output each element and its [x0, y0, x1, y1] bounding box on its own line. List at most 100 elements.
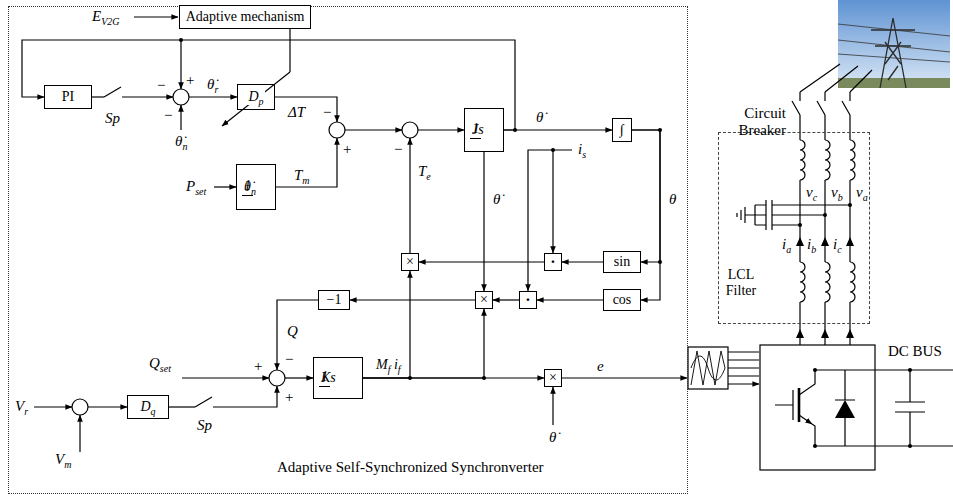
- signal-label: ia: [782, 236, 791, 253]
- text-run: θ̇: [549, 429, 556, 445]
- text-run: −: [164, 107, 172, 123]
- signal-label: va: [856, 184, 868, 201]
- junction-dots: [179, 38, 662, 380]
- text-run: P: [186, 178, 195, 194]
- signal-label: ic: [833, 236, 842, 253]
- text-run: ∫: [620, 122, 624, 137]
- transfer-function-box: 1Js: [464, 108, 504, 152]
- text-run: Q: [149, 355, 160, 371]
- node-text: Adaptive mechanism: [186, 9, 305, 25]
- text-run: D: [248, 89, 258, 104]
- text-run: −: [323, 104, 331, 120]
- text-run: Q: [287, 323, 298, 339]
- gain-box: Dp: [237, 84, 275, 110]
- signal-connector: [632, 130, 660, 300]
- text-run: i: [782, 236, 786, 252]
- text-run: θ: [669, 191, 676, 207]
- integrator-box: ∫: [612, 118, 632, 142]
- node-text: LCL Filter: [719, 267, 763, 299]
- connector-label: Mf if: [375, 357, 402, 373]
- summing-junctions: [72, 89, 418, 415]
- text-run: Adaptive mechanism: [186, 9, 305, 24]
- text-run: f: [388, 364, 391, 375]
- text-run: e: [597, 358, 604, 374]
- text-run: T: [418, 163, 426, 179]
- multiplier-box: ×: [401, 253, 419, 271]
- signal-label: θ̇r: [207, 76, 218, 93]
- text-run: +: [186, 72, 194, 88]
- text-run: LCL Filter: [726, 267, 756, 298]
- text-run: sin: [614, 254, 630, 269]
- signal-label: Vr: [15, 398, 28, 415]
- text-run: +: [254, 358, 262, 374]
- text-run: v: [806, 184, 813, 200]
- text-run: Sp: [105, 110, 120, 126]
- trig-function-box: sin: [603, 251, 641, 273]
- node-text: ×: [406, 255, 414, 269]
- signal-label: +: [343, 141, 351, 158]
- signal-connector: [363, 377, 544, 378]
- text-run: n: [251, 186, 256, 197]
- node-text: −1: [327, 292, 342, 308]
- text-run: +: [285, 389, 293, 405]
- text-run: n: [182, 141, 187, 152]
- text-run: E: [92, 8, 101, 24]
- signal-label: +: [186, 72, 194, 89]
- lcl-filter-region: LCL Filter: [718, 132, 870, 324]
- text-run: −: [394, 141, 402, 157]
- signal-label: ib: [807, 236, 816, 253]
- signal-label: −: [323, 104, 331, 121]
- signal-label: θ: [669, 191, 676, 208]
- text-run: m: [64, 459, 71, 470]
- node-text: Adaptive Self-Synchronized Synchronverte…: [277, 459, 544, 476]
- signal-label: Te: [418, 163, 431, 180]
- signal-label: Q: [287, 323, 298, 340]
- signal-label: Sp: [105, 110, 120, 127]
- text-run: −: [157, 77, 165, 93]
- multiplier-box: ×: [475, 291, 493, 309]
- node-text: sin: [614, 254, 630, 270]
- text-run: b: [811, 244, 816, 255]
- text-run: m: [302, 175, 309, 186]
- text-run: i: [807, 236, 811, 252]
- text-run: θ̇: [536, 109, 543, 125]
- text-run: e: [426, 171, 430, 182]
- adaptive-mechanism-box: Adaptive mechanism: [179, 5, 311, 29]
- signal-label: Qset: [149, 355, 171, 372]
- node-text: θ̇n: [242, 178, 258, 195]
- text-run: a: [786, 244, 791, 255]
- signal-label: −: [394, 141, 402, 158]
- text-run: V2G: [101, 16, 119, 27]
- signal-connector: [419, 261, 544, 262]
- text-run: b: [838, 192, 843, 203]
- text-run: p: [259, 96, 264, 107]
- text-run: Ks: [321, 370, 336, 385]
- signal-label: Pset: [186, 178, 206, 195]
- power-circuit: [688, 64, 953, 470]
- text-run: D: [140, 399, 150, 414]
- text-run: i: [833, 236, 837, 252]
- node-text: ×: [480, 293, 488, 307]
- text-run: q: [151, 406, 156, 417]
- synchronverter-boundary: Adaptive Self-Synchronized Synchronverte…: [8, 6, 688, 494]
- text-run: Sp: [197, 417, 212, 433]
- text-run: θ̇: [493, 191, 500, 207]
- text-run: Circuit Breaker: [739, 105, 786, 138]
- signal-connector: [350, 299, 475, 300]
- text-run: c: [837, 244, 841, 255]
- signal-label: θ̇n: [175, 133, 187, 150]
- dot-product-box: ·: [519, 291, 537, 309]
- node-text: ·: [525, 292, 530, 308]
- signal-connector: [483, 152, 484, 291]
- signal-label: ΔT: [288, 104, 305, 121]
- node-text: cos: [613, 292, 632, 308]
- text-run: θ̇: [244, 179, 251, 194]
- signal-connector: [22, 40, 515, 130]
- text-run: r: [214, 84, 218, 95]
- text-run: ·: [550, 253, 555, 270]
- text-run: set: [195, 186, 206, 197]
- transfer-function-box: 1θ̇n: [236, 164, 276, 210]
- signal-label: −: [164, 107, 172, 124]
- text-run: PI: [62, 89, 74, 104]
- gain-box: −1: [318, 290, 350, 310]
